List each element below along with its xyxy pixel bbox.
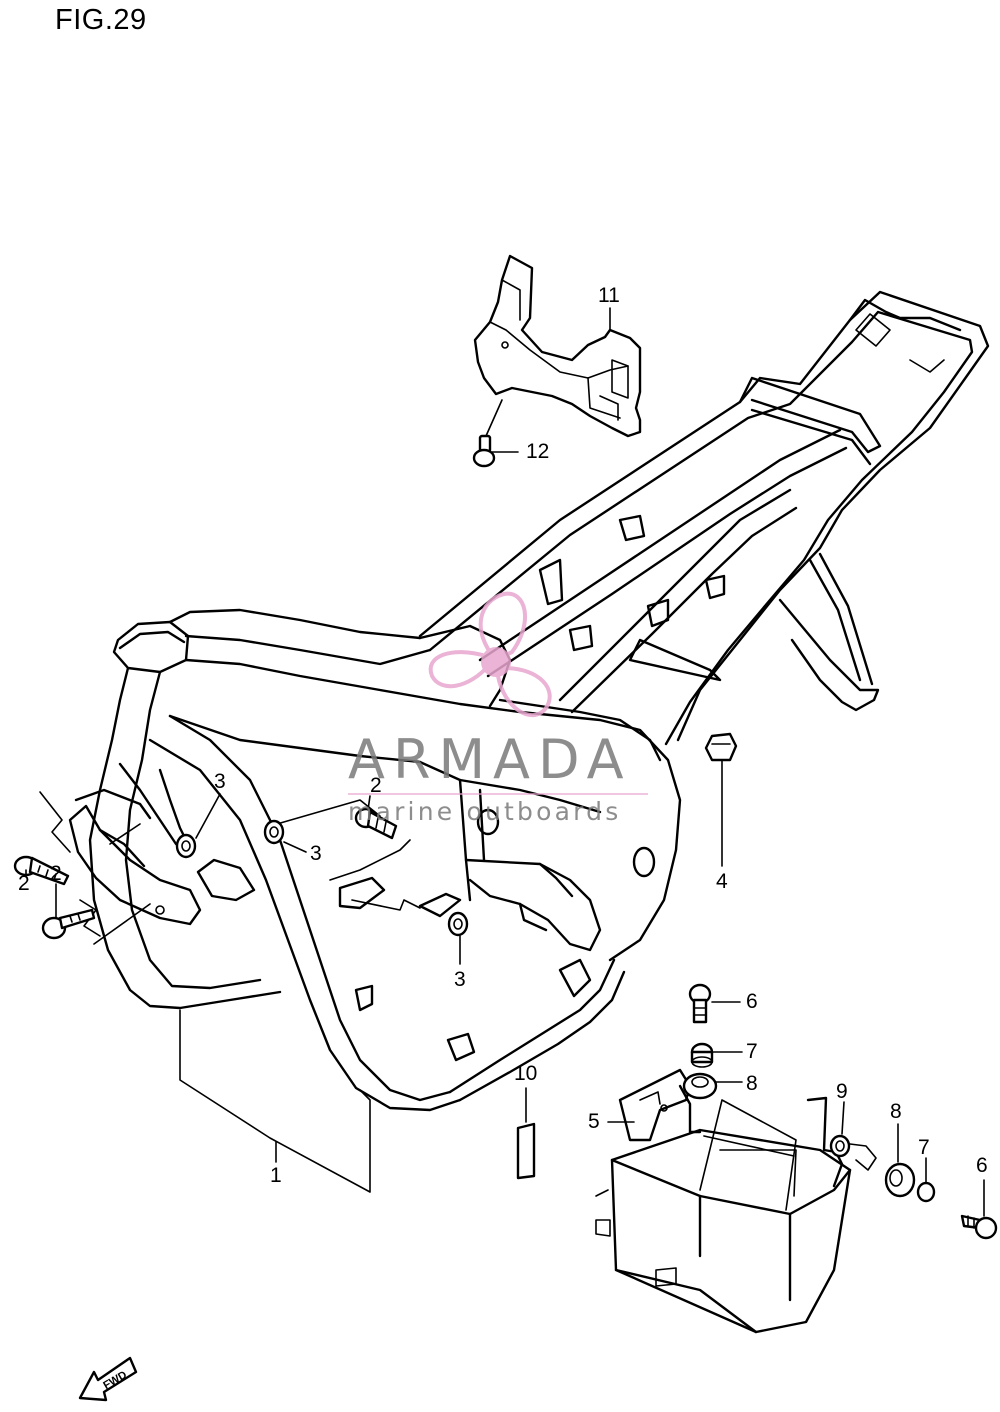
leader-12 <box>485 399 503 437</box>
part-label-3b: 3 <box>310 842 322 865</box>
part-label-11: 11 <box>598 284 620 307</box>
part-label-5: 5 <box>588 1110 600 1133</box>
part-label-3a: 3 <box>214 770 226 793</box>
part-label-7b: 7 <box>918 1136 930 1159</box>
fwd-arrow-icon: FWD <box>78 1356 138 1402</box>
collar-part-7a <box>690 1042 714 1068</box>
bolt-part-12 <box>472 434 519 468</box>
bolt-part-6a <box>688 983 712 1024</box>
cushion-part-8b <box>884 1162 916 1198</box>
leader-3b <box>283 841 307 853</box>
part-label-4: 4 <box>716 870 728 893</box>
collar-part-7b <box>916 1181 936 1203</box>
part-label-8b: 8 <box>890 1100 902 1123</box>
watermark-tagline: marine outboards <box>348 797 621 826</box>
bolt-part-2b <box>41 908 96 940</box>
bolt-part-2c <box>354 807 398 840</box>
part-label-10: 10 <box>514 1062 537 1085</box>
figure-title: FIG.29 <box>55 4 147 36</box>
fwd-label: FWD <box>101 1369 129 1392</box>
frame-part-1 <box>39 290 990 1193</box>
part-label-6b: 6 <box>976 1154 988 1177</box>
part-label-3c: 3 <box>454 968 466 991</box>
leader-3a <box>195 793 221 839</box>
part-label-7a: 7 <box>746 1040 758 1063</box>
bracket-part-11 <box>473 254 642 438</box>
part-label-6a: 6 <box>746 990 758 1013</box>
label-part-10 <box>516 1122 536 1180</box>
nut-part-3c <box>447 911 469 937</box>
watermark-brand: ARMADA <box>348 728 632 791</box>
cap-part-4 <box>704 732 738 762</box>
part-label-9: 9 <box>836 1080 848 1103</box>
part-label-2c: 2 <box>370 774 382 797</box>
part-label-8a: 8 <box>746 1072 758 1095</box>
part-label-2a: 2 <box>18 872 30 895</box>
nut-part-9 <box>829 1134 877 1171</box>
part-label-1: 1 <box>270 1164 282 1187</box>
battery-tray-part-5 <box>595 1068 852 1334</box>
armada-watermark: ARMADA marine outboards <box>348 591 648 826</box>
part-label-2b: 2 <box>50 862 62 885</box>
nut-part-3b <box>263 819 285 845</box>
part-label-12: 12 <box>526 440 549 463</box>
nut-part-3a <box>175 833 197 859</box>
leader-2c <box>367 795 371 811</box>
bolt-part-6b <box>960 1214 998 1240</box>
propeller-logo-icon <box>428 591 552 718</box>
cushion-part-8a <box>682 1072 718 1100</box>
leader-9 <box>841 1101 845 1135</box>
